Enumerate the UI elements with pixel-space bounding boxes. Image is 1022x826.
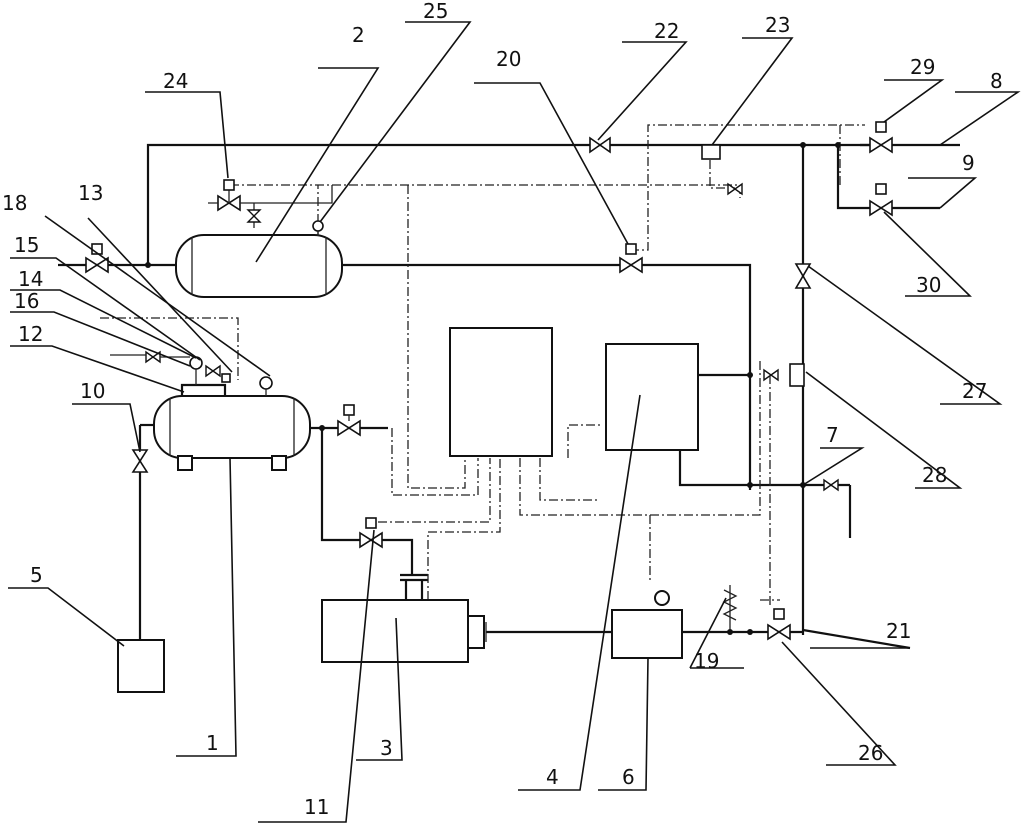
callout-26: 26: [858, 741, 883, 765]
valves: [85, 121, 893, 641]
callout-2: 2: [352, 23, 365, 47]
callout-5: 5: [30, 563, 43, 587]
callout-21: 21: [886, 619, 911, 643]
callout-3: 3: [380, 736, 393, 760]
valve-13: [259, 376, 273, 396]
callout-1: 1: [206, 731, 219, 755]
tank-5: [117, 639, 165, 693]
callout-19: 19: [694, 649, 719, 673]
callout-15: 15: [14, 233, 39, 257]
callout-6: 6: [622, 765, 635, 789]
callout-27: 27: [962, 379, 987, 403]
callout-8: 8: [990, 69, 1003, 93]
valve-23: [701, 144, 743, 196]
valve-26: [767, 608, 791, 641]
callout-labels: 2 25 24 20 22 23 29 8 9 30 27 28 7 21 26…: [2, 0, 1003, 819]
valve-16: [110, 350, 190, 364]
callout-23: 23: [765, 13, 790, 37]
callout-12: 12: [18, 322, 43, 346]
control-cabinet: [449, 327, 553, 457]
unit-4: [605, 343, 699, 451]
valve-25: [312, 220, 324, 236]
valve-18: [205, 364, 231, 383]
callout-4: 4: [546, 765, 559, 789]
valve-22: [589, 136, 611, 154]
main-piping: [58, 143, 960, 650]
valve-15: [85, 243, 109, 274]
callout-28: 28: [922, 463, 947, 487]
valve-29: [869, 121, 893, 154]
callout-9: 9: [962, 151, 975, 175]
callout-16: 16: [14, 289, 39, 313]
heater-3: [321, 599, 469, 663]
callout-11: 11: [304, 795, 329, 819]
callout-30: 30: [916, 273, 941, 297]
valve-24: [208, 179, 333, 228]
drain-valve: [823, 478, 839, 492]
tank-1: [153, 395, 311, 459]
valve-28: [763, 363, 805, 387]
callout-18: 18: [2, 191, 27, 215]
filter-6: [611, 609, 683, 659]
valve-14: [189, 356, 203, 385]
callout-22: 22: [654, 19, 679, 43]
equipment: [117, 234, 738, 693]
valve-30: [869, 183, 893, 217]
callout-13: 13: [78, 181, 103, 205]
valve-11: [359, 517, 383, 549]
callout-7: 7: [826, 423, 839, 447]
callout-25: 25: [423, 0, 448, 23]
callout-10: 10: [80, 379, 105, 403]
outlet-valve: [337, 404, 361, 437]
valve-27: [794, 263, 812, 289]
callout-20: 20: [496, 47, 521, 71]
callout-29: 29: [910, 55, 935, 79]
callout-14: 14: [18, 267, 43, 291]
tank-2: [175, 234, 343, 298]
valve-10: [131, 449, 149, 473]
callout-24: 24: [163, 69, 188, 93]
leader-lines: [8, 21, 1021, 823]
valve-20: [619, 243, 643, 274]
